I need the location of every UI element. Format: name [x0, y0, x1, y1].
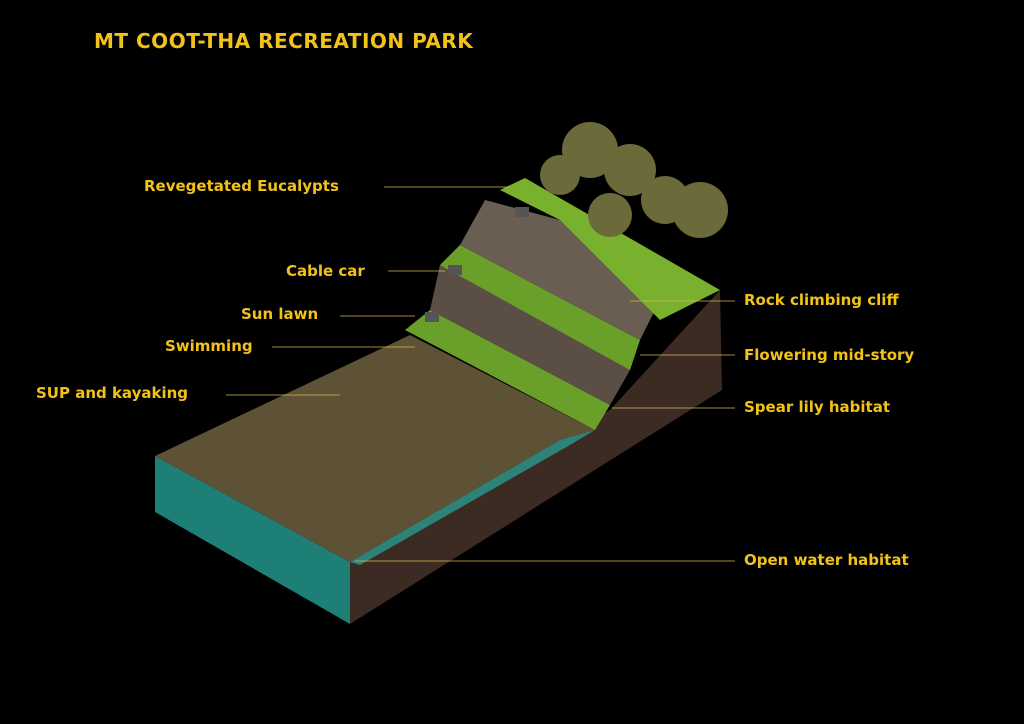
sun-lawn [405, 310, 610, 430]
water-surface [155, 335, 595, 562]
top-terrace [500, 178, 720, 320]
mid-terrace [440, 245, 640, 370]
water-shallow [350, 430, 595, 565]
eucalypt-trees [540, 122, 728, 238]
water-front-face [155, 456, 350, 624]
page-title: MT COOT-THA RECREATION PARK [94, 29, 474, 53]
label-rock-climbing-cliff: Rock climbing cliff [744, 291, 899, 309]
label-sun-lawn: Sun lawn [241, 305, 319, 323]
label-swimming: Swimming [165, 337, 253, 355]
cliff-lower [430, 265, 630, 405]
label-cable-car: Cable car [286, 262, 365, 280]
label-flowering-mid-story: Flowering mid-story [744, 346, 915, 364]
cliff-upper [460, 200, 660, 340]
label-spear-lily-habitat: Spear lily habitat [744, 398, 891, 416]
leader-lines [226, 186, 735, 562]
label-open-water-habitat: Open water habitat [744, 551, 909, 569]
cable-car-structures [425, 207, 529, 322]
label-sup-kayaking: SUP and kayaking [36, 384, 189, 402]
label-revegetated-eucalypts: Revegetated Eucalypts [144, 177, 339, 195]
